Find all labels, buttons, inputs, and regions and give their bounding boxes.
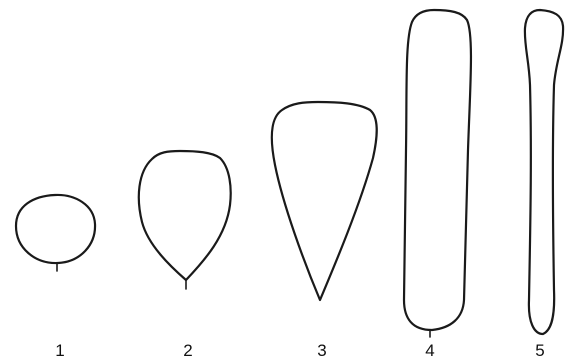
shape-3-outline — [272, 102, 377, 300]
shape-4-outline — [404, 10, 471, 330]
shape-1-label: 1 — [55, 341, 64, 360]
shape-2-label: 2 — [183, 341, 192, 360]
shape-5-tapering — [525, 10, 563, 334]
shape-4-elongated — [404, 10, 471, 337]
shape-5-outline — [525, 10, 563, 334]
shape-3-wedge — [272, 102, 377, 300]
shape-1-outline — [16, 195, 95, 263]
shape-4-label: 4 — [425, 341, 434, 360]
shape-1-round — [16, 195, 95, 271]
shape-5-label: 5 — [535, 341, 544, 360]
shape-2-outline — [139, 151, 231, 280]
shape-2-ovate — [139, 151, 231, 289]
shape-3-label: 3 — [317, 341, 326, 360]
